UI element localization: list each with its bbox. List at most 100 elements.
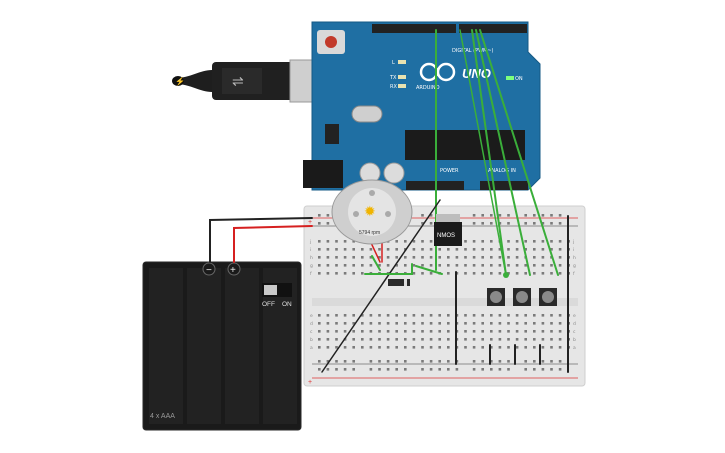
breadboard-hole[interactable] — [533, 330, 536, 333]
breadboard-hole[interactable] — [429, 314, 433, 317]
breadboard-hole[interactable] — [318, 346, 321, 349]
breadboard-hole[interactable] — [438, 256, 441, 259]
breadboard-hole[interactable] — [438, 338, 441, 341]
breadboard-hole[interactable] — [507, 240, 510, 243]
breadboard-hole[interactable] — [481, 256, 484, 259]
breadboard-hole[interactable] — [378, 264, 381, 267]
breadboard-hole[interactable] — [515, 330, 519, 333]
rail-hole[interactable] — [395, 360, 398, 363]
breadboard-hole[interactable] — [550, 322, 553, 325]
breadboard-hole[interactable] — [343, 322, 347, 325]
breadboard-hole[interactable] — [352, 330, 355, 333]
breadboard-hole[interactable] — [498, 322, 502, 325]
breadboard-hole[interactable] — [395, 264, 398, 267]
battery-pack[interactable]: OFF ON 4 x AAA − + — [142, 261, 302, 431]
rail-hole[interactable] — [481, 360, 484, 363]
breadboard-hole[interactable] — [335, 272, 338, 275]
breadboard-hole[interactable] — [369, 248, 373, 251]
breadboard-hole[interactable] — [404, 264, 407, 267]
power-jack[interactable] — [303, 160, 343, 188]
breadboard-hole[interactable] — [429, 346, 433, 349]
breadboard-hole[interactable] — [386, 330, 390, 333]
breadboard-hole[interactable] — [472, 322, 476, 325]
rail-hole[interactable] — [533, 360, 536, 363]
rail-hole[interactable] — [550, 222, 553, 225]
breadboard-hole[interactable] — [343, 314, 347, 317]
rail-hole[interactable] — [447, 368, 450, 371]
breadboard-hole[interactable] — [378, 338, 381, 341]
breadboard-hole[interactable] — [524, 248, 527, 251]
breadboard-hole[interactable] — [447, 322, 450, 325]
battery-switch-knob[interactable] — [264, 285, 277, 295]
rail-hole[interactable] — [421, 368, 424, 371]
breadboard-hole[interactable] — [558, 314, 562, 317]
rail-hole[interactable] — [404, 360, 407, 363]
breadboard-hole[interactable] — [386, 256, 390, 259]
rail-hole[interactable] — [498, 360, 502, 363]
breadboard-hole[interactable] — [318, 322, 321, 325]
breadboard-hole[interactable] — [326, 346, 330, 349]
breadboard-hole[interactable] — [318, 330, 321, 333]
breadboard-hole[interactable] — [481, 330, 484, 333]
rail-hole[interactable] — [558, 368, 562, 371]
breadboard-hole[interactable] — [447, 314, 450, 317]
breadboard-hole[interactable] — [395, 248, 398, 251]
breadboard-hole[interactable] — [318, 248, 321, 251]
wire-battery-positive[interactable] — [233, 225, 313, 263]
breadboard-hole[interactable] — [326, 322, 330, 325]
breadboard-hole[interactable] — [507, 346, 510, 349]
breadboard-hole[interactable] — [498, 264, 502, 267]
breadboard-hole[interactable] — [558, 330, 562, 333]
rail-hole[interactable] — [447, 360, 450, 363]
rail-hole[interactable] — [558, 360, 562, 363]
breadboard-hole[interactable] — [378, 322, 381, 325]
diode[interactable] — [388, 279, 410, 286]
breadboard-hole[interactable] — [429, 264, 433, 267]
breadboard-hole[interactable] — [326, 272, 330, 275]
breadboard-hole[interactable] — [438, 314, 441, 317]
wire-ground-diagonal[interactable] — [321, 199, 441, 373]
breadboard-hole[interactable] — [343, 256, 347, 259]
breadboard-hole[interactable] — [421, 256, 424, 259]
breadboard-hole[interactable] — [412, 272, 416, 275]
breadboard-hole[interactable] — [558, 322, 562, 325]
breadboard-hole[interactable] — [429, 338, 433, 341]
breadboard-hole[interactable] — [541, 330, 545, 333]
breadboard-hole[interactable] — [326, 264, 330, 267]
breadboard-hole[interactable] — [438, 248, 441, 251]
breadboard-hole[interactable] — [533, 256, 536, 259]
breadboard-hole[interactable] — [541, 256, 545, 259]
breadboard-hole[interactable] — [421, 264, 424, 267]
breadboard-hole[interactable] — [455, 248, 459, 251]
breadboard-hole[interactable] — [438, 330, 441, 333]
breadboard-hole[interactable] — [421, 314, 424, 317]
breadboard-hole[interactable] — [369, 346, 373, 349]
breadboard-hole[interactable] — [412, 248, 416, 251]
breadboard-hole[interactable] — [447, 264, 450, 267]
wire-pin-5[interactable] — [459, 29, 507, 276]
rail-hole[interactable] — [558, 214, 562, 217]
breadboard-hole[interactable] — [404, 240, 407, 243]
breadboard-hole[interactable] — [378, 346, 381, 349]
breadboard-hole[interactable] — [541, 322, 545, 325]
rail-hole[interactable] — [343, 360, 347, 363]
breadboard-hole[interactable] — [472, 272, 476, 275]
breadboard-hole[interactable] — [404, 338, 407, 341]
breadboard-hole[interactable] — [343, 248, 347, 251]
rail-hole[interactable] — [378, 368, 381, 371]
breadboard-hole[interactable] — [515, 314, 519, 317]
wire-pin-2[interactable] — [479, 29, 559, 276]
breadboard-hole[interactable] — [335, 338, 338, 341]
breadboard-hole[interactable] — [515, 264, 519, 267]
breadboard-hole[interactable] — [524, 330, 527, 333]
breadboard-hole[interactable] — [472, 240, 476, 243]
breadboard-hole[interactable] — [481, 338, 484, 341]
breadboard-hole[interactable] — [421, 272, 424, 275]
rail-hole[interactable] — [533, 214, 536, 217]
rail-hole[interactable] — [335, 368, 338, 371]
push-button-2[interactable] — [513, 288, 531, 306]
breadboard-hole[interactable] — [421, 346, 424, 349]
rail-hole[interactable] — [326, 368, 330, 371]
breadboard-hole[interactable] — [447, 248, 450, 251]
breadboard-hole[interactable] — [515, 346, 519, 349]
